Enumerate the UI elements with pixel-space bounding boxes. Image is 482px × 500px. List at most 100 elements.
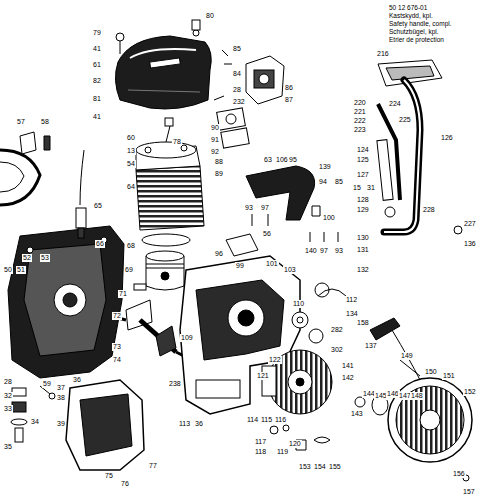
callout-number: 140 bbox=[304, 247, 318, 255]
callout-number: 85 bbox=[334, 178, 344, 186]
callout-number: 149 bbox=[400, 352, 414, 360]
callout-number: 118 bbox=[254, 448, 267, 456]
callout-number: 109 bbox=[180, 334, 194, 342]
callout-number: 57 bbox=[16, 118, 26, 126]
callout-number: 112 bbox=[345, 296, 358, 304]
callout-number: 142 bbox=[341, 374, 355, 382]
callout-number: 85 bbox=[232, 45, 242, 53]
callout-number: 227 bbox=[463, 220, 477, 228]
callout-number: 99 bbox=[235, 262, 245, 270]
part-title: 50 12 676-01 bbox=[388, 4, 428, 11]
callout-number: 77 bbox=[148, 462, 158, 470]
callout-number: 41 bbox=[92, 113, 102, 121]
callout-number: 53 bbox=[40, 254, 50, 262]
callout-number: 63 bbox=[263, 156, 273, 164]
callout-number: 35 bbox=[3, 443, 13, 451]
callout-number: 153 bbox=[298, 463, 312, 471]
callout-number: 152 bbox=[463, 388, 477, 396]
callout-number: 93 bbox=[334, 247, 344, 255]
callout-number: 110 bbox=[292, 300, 305, 308]
callout-number: 65 bbox=[93, 202, 103, 210]
callout-number: 54 bbox=[126, 160, 136, 168]
callout-number: 222 bbox=[353, 117, 367, 125]
callout-number: 225 bbox=[398, 116, 412, 124]
callout-number: 154 bbox=[313, 463, 327, 471]
callout-number: 143 bbox=[350, 410, 364, 418]
callout-number: 223 bbox=[353, 126, 367, 134]
callout-number: 33 bbox=[3, 405, 13, 413]
callout-number: 132 bbox=[356, 266, 370, 274]
callout-number: 38 bbox=[56, 394, 66, 402]
callout-number: 61 bbox=[92, 61, 102, 69]
callout-number: 80 bbox=[205, 12, 215, 20]
callout-number: 39 bbox=[56, 420, 66, 428]
callout-number: 136 bbox=[463, 240, 477, 248]
part-title: Schutzbügel, kpl. bbox=[388, 28, 440, 35]
callout-number: 74 bbox=[112, 356, 122, 364]
callout-number: 116 bbox=[274, 416, 287, 424]
callout-number: 79 bbox=[92, 29, 102, 37]
callout-number: 95 bbox=[288, 156, 298, 164]
callout-number: 91 bbox=[210, 136, 220, 144]
callout-number: 34 bbox=[30, 418, 40, 426]
callout-number: 155 bbox=[328, 463, 342, 471]
callout-number: 282 bbox=[330, 326, 344, 334]
callout-number: 115 bbox=[260, 416, 273, 424]
callout-number: 97 bbox=[319, 247, 329, 255]
callout-number: 56 bbox=[262, 230, 272, 238]
callout-number: 93 bbox=[244, 204, 254, 212]
callout-number: 90 bbox=[210, 124, 220, 132]
callout-number: 100 bbox=[322, 214, 336, 222]
callout-number: 141 bbox=[341, 362, 355, 370]
callout-number: 51 bbox=[16, 266, 26, 274]
callout-number: 120 bbox=[288, 440, 302, 448]
callout-number: 88 bbox=[214, 158, 224, 166]
callout-number: 131 bbox=[356, 246, 370, 254]
callout-number: 84 bbox=[232, 70, 242, 78]
callout-number: 126 bbox=[440, 134, 454, 142]
callout-number: 302 bbox=[330, 346, 344, 354]
callout-number: 72 bbox=[112, 312, 122, 320]
callout-number: 220 bbox=[353, 99, 367, 107]
callout-number: 15 bbox=[352, 184, 362, 192]
callout-number: 32 bbox=[3, 392, 13, 400]
callout-number: 121 bbox=[256, 372, 270, 380]
callout-number: 36 bbox=[194, 420, 204, 428]
callout-number: 139 bbox=[318, 163, 332, 171]
callout-number: 148 bbox=[410, 392, 424, 400]
callout-number: 150 bbox=[424, 368, 438, 376]
callout-number: 125 bbox=[356, 156, 370, 164]
callout-number: 28 bbox=[3, 378, 13, 386]
callout-number: 101 bbox=[265, 260, 279, 268]
callout-number: 31 bbox=[366, 184, 376, 192]
callout-number: 106 bbox=[275, 156, 289, 164]
part-title: Safety handle, compl. bbox=[388, 20, 453, 27]
callout-number: 69 bbox=[124, 266, 134, 274]
callout-number: 117 bbox=[254, 438, 267, 446]
callout-number: 13 bbox=[126, 147, 136, 155]
callout-number: 58 bbox=[40, 118, 50, 126]
callout-number: 66 bbox=[95, 240, 105, 248]
callout-number: 224 bbox=[388, 100, 402, 108]
callout-number: 156 bbox=[452, 470, 466, 478]
callout-number: 221 bbox=[353, 108, 367, 116]
callout-number: 82 bbox=[92, 77, 102, 85]
callout-number: 71 bbox=[118, 290, 128, 298]
callout-number: 28 bbox=[232, 86, 242, 94]
callout-number: 59 bbox=[42, 380, 52, 388]
callout-number: 60 bbox=[126, 134, 136, 142]
callout-number: 68 bbox=[126, 242, 136, 250]
callout-number: 86 bbox=[284, 84, 294, 92]
callout-number: 134 bbox=[345, 310, 359, 318]
callout-number: 113 bbox=[178, 420, 191, 428]
callout-number: 64 bbox=[126, 183, 136, 191]
callout-number: 232 bbox=[232, 98, 246, 106]
callout-number: 228 bbox=[422, 206, 436, 214]
callout-number: 158 bbox=[356, 319, 370, 327]
callout-number: 41 bbox=[92, 45, 102, 53]
callout-number: 81 bbox=[92, 95, 102, 103]
callout-number: 97 bbox=[260, 204, 270, 212]
callout-number: 137 bbox=[364, 342, 378, 350]
callout-number: 130 bbox=[356, 234, 370, 242]
